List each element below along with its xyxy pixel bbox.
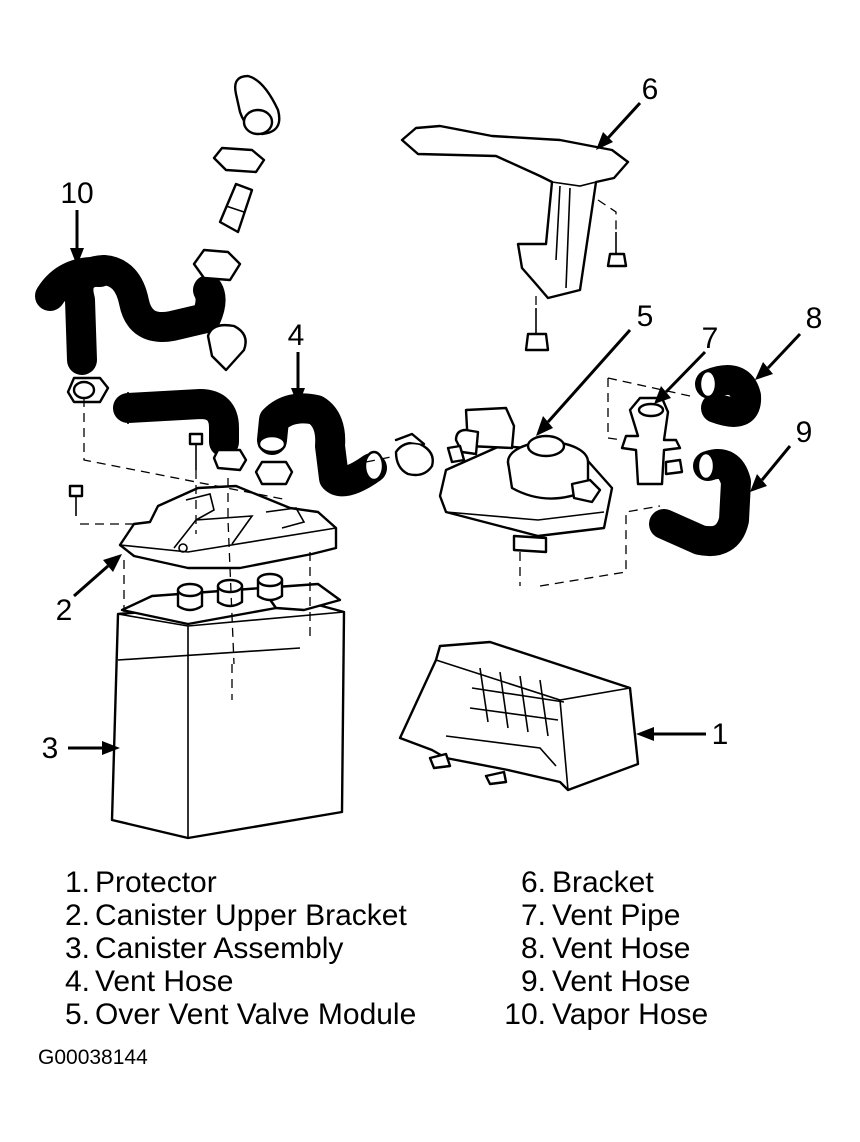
exploded-parts-diagram: 10 4 6 5 7 8 9 2 3 1 [35, 73, 823, 840]
callout-1: 1 [712, 718, 729, 751]
vapor-hose [35, 255, 226, 375]
legend-number: 4. [64, 965, 90, 998]
legend-item: 9. Vent Hose [470, 965, 850, 999]
legend-label: Bracket [552, 866, 654, 899]
vent-pipe [620, 396, 684, 486]
callout-6: 6 [642, 73, 659, 106]
vent-hose-4 [257, 393, 387, 497]
legend-number: 9. [520, 965, 546, 998]
callout-3: 3 [42, 732, 59, 765]
legend-label: Vent Hose [95, 965, 234, 998]
legend-number: 8. [520, 932, 546, 965]
legend-number: 10. [504, 998, 546, 1031]
protector [398, 640, 640, 792]
clamp-near-module [394, 432, 466, 477]
parts-legend: 1. Protector 2. Canister Upper Bracket 3… [0, 862, 860, 1042]
callout-4: 4 [288, 319, 305, 352]
hose-connectors-top [192, 74, 281, 372]
legend-item: 5. Over Vent Valve Module [0, 998, 470, 1032]
assembly-guide-lines [78, 199, 691, 700]
legend-item: 2. Canister Upper Bracket [0, 899, 470, 933]
vent-hose-9 [649, 449, 751, 556]
legend-item: 10. Vapor Hose [470, 998, 850, 1032]
leader-lines [68, 101, 802, 755]
legend-item: 7. Vent Pipe [470, 899, 850, 933]
legend-number: 6. [520, 866, 546, 899]
over-vent-valve-module [438, 406, 614, 554]
callout-5: 5 [637, 300, 654, 333]
legend-label: Vent Hose [552, 932, 691, 965]
legend-number: 1. [64, 866, 90, 899]
figure-code: G00038144 [38, 1046, 148, 1069]
legend-label: Vent Pipe [552, 899, 681, 932]
callout-2: 2 [56, 594, 73, 627]
legend-item: 6. Bracket [470, 866, 850, 900]
bolts [68, 232, 628, 516]
bracket [400, 124, 630, 300]
callout-7: 7 [702, 322, 719, 355]
legend-label: Vapor Hose [552, 998, 709, 1031]
callout-9: 9 [796, 416, 813, 449]
legend-label: Protector [95, 866, 217, 899]
legend-item: 4. Vent Hose [0, 965, 470, 999]
legend-item: 8. Vent Hose [470, 932, 850, 966]
legend-item: 3. Canister Assembly [0, 932, 470, 966]
callout-10: 10 [60, 177, 93, 210]
legend-label: Canister Assembly [95, 932, 344, 965]
legend-number: 7. [520, 899, 546, 932]
callout-numbers: 10 4 6 5 7 8 9 2 3 1 [42, 73, 823, 765]
legend-number: 3. [64, 932, 90, 965]
legend-label: Vent Hose [552, 965, 691, 998]
clamps-and-hose-left [66, 376, 294, 486]
canister-assembly [110, 572, 346, 840]
legend-item: 1. Protector [0, 866, 470, 900]
legend-number: 2. [64, 899, 90, 932]
legend-label: Canister Upper Bracket [95, 899, 407, 932]
legend-number: 5. [64, 998, 90, 1031]
legend-label: Over Vent Valve Module [95, 998, 417, 1031]
vent-hose-8 [695, 365, 762, 427]
callout-8: 8 [806, 302, 823, 335]
